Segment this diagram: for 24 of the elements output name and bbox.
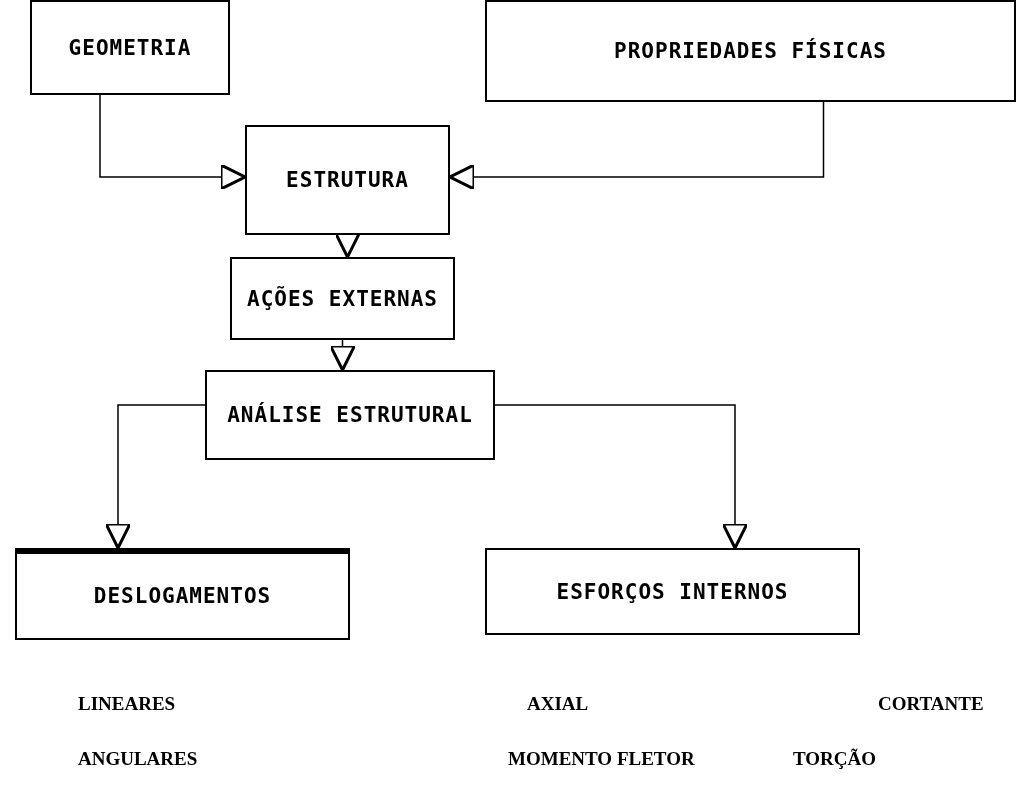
label: LINEARES bbox=[78, 693, 176, 715]
process-box bbox=[30, 0, 230, 95]
arrow bbox=[104, 404, 206, 550]
process-box bbox=[230, 257, 455, 340]
process-box bbox=[245, 125, 450, 235]
label: TORÇÃO bbox=[793, 748, 877, 770]
label: CORTANTE bbox=[878, 693, 984, 715]
arrow bbox=[494, 404, 749, 550]
box-label: DESLOGAMENTOS bbox=[93, 584, 272, 608]
box-label: ESFORÇOS INTERNOS bbox=[556, 579, 789, 604]
process-box bbox=[485, 0, 1016, 102]
process-box bbox=[485, 548, 860, 635]
box-label: AÇÕES EXTERNAS bbox=[247, 286, 438, 311]
process-box bbox=[205, 370, 495, 460]
box-label: GEOMETRIA bbox=[68, 35, 192, 60]
arrow bbox=[99, 94, 247, 191]
arrow bbox=[329, 339, 356, 372]
box-label: ESTRUTURA bbox=[286, 168, 409, 192]
box-label: PROPRIEDADES FÍSICAS bbox=[614, 39, 887, 63]
label: AXIAL bbox=[527, 693, 589, 715]
process-box bbox=[15, 548, 350, 640]
label: ANGULARES bbox=[78, 748, 198, 770]
label: MOMENTO FLETOR bbox=[508, 748, 695, 770]
box-label: ANÁLISE ESTRUTURAL bbox=[227, 403, 473, 427]
